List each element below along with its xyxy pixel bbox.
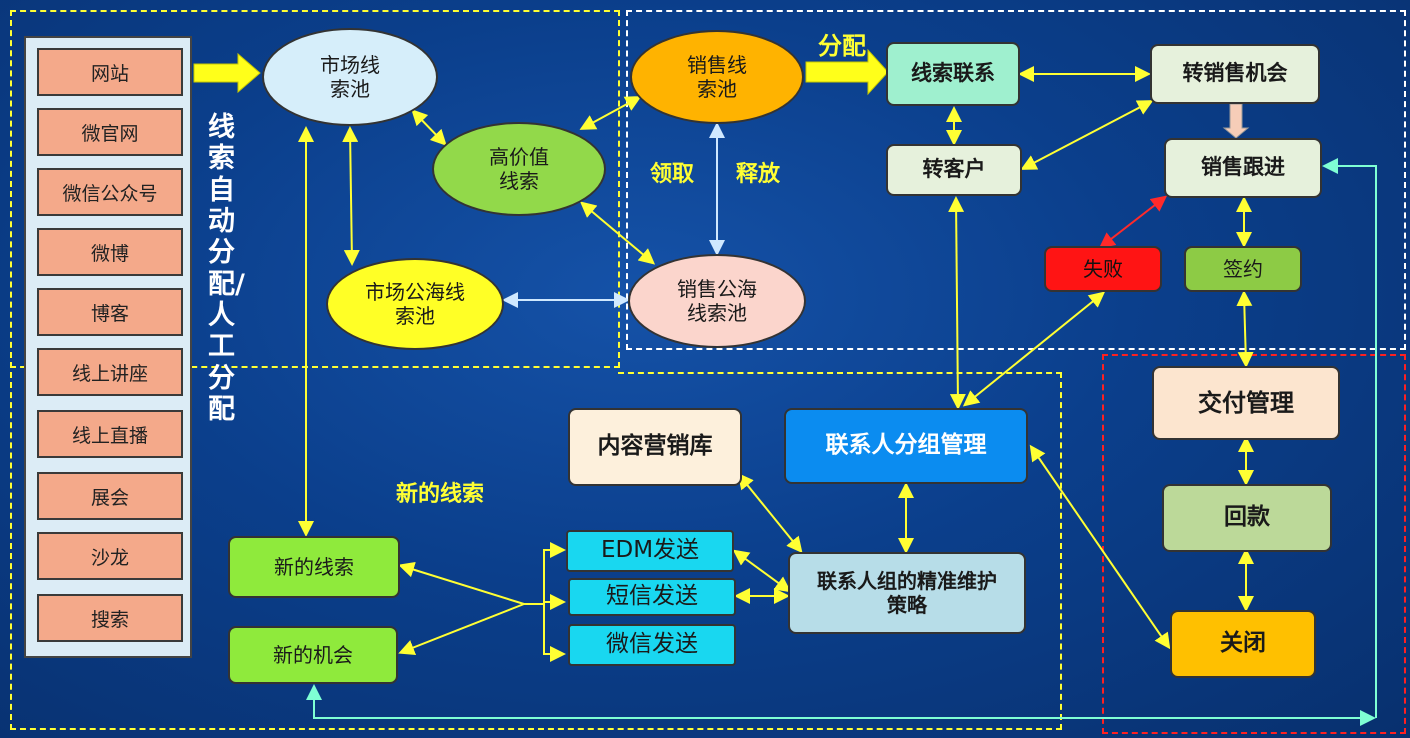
delivery-management-node: 交付管理 <box>1152 366 1340 440</box>
sales-lead-pool: 销售线索池 <box>630 30 804 124</box>
close-node: 关闭 <box>1170 610 1316 678</box>
source-item-online-lecture: 线上讲座 <box>37 348 183 396</box>
source-item-micro-site: 微官网 <box>37 108 183 156</box>
source-item-weibo: 微博 <box>37 228 183 276</box>
new-leads-region-label: 新的线索 <box>396 482 485 507</box>
sales-follow-up-node: 销售跟进 <box>1164 138 1322 198</box>
source-item-website: 网站 <box>37 48 183 96</box>
new-opportunity-node: 新的机会 <box>228 626 398 684</box>
payment-node: 回款 <box>1162 484 1332 552</box>
assign-arrow <box>805 48 889 96</box>
wechat-send-node: 微信发送 <box>568 624 736 666</box>
opportunity-to-follow-arrow <box>1222 103 1250 139</box>
source-item-salon: 沙龙 <box>37 532 183 580</box>
content-marketing-library: 内容营销库 <box>568 408 742 486</box>
lead-contact-node: 线索联系 <box>886 42 1020 106</box>
to-customer-node: 转客户 <box>886 144 1022 196</box>
sms-send-node: 短信发送 <box>568 578 736 616</box>
release-label: 释放 <box>736 162 781 187</box>
source-item-blog: 博客 <box>37 288 183 336</box>
high-value-leads: 高价值线索 <box>432 122 606 216</box>
source-item-wechat-official: 微信公众号 <box>37 168 183 216</box>
claim-label: 领取 <box>650 162 695 187</box>
precise-maintenance-strategy: 联系人组的精准维护策略 <box>788 552 1026 634</box>
source-item-search: 搜索 <box>37 594 183 642</box>
contact-group-management: 联系人分组管理 <box>784 408 1028 484</box>
market-public-pool: 市场公海线索池 <box>326 258 504 350</box>
new-leads-node: 新的线索 <box>228 536 400 598</box>
new-leads-region-top <box>618 372 1062 374</box>
sources-to-market-arrow <box>193 52 261 94</box>
source-item-exhibition: 展会 <box>37 472 183 520</box>
lead-sources-region <box>10 10 620 368</box>
fail-node: 失败 <box>1044 246 1162 292</box>
market-lead-pool: 市场线索池 <box>262 28 438 126</box>
edm-send-node: EDM发送 <box>566 530 734 572</box>
assign-label: 分配 <box>818 32 866 60</box>
auto-assign-label: 线索自动分配/人工分配 <box>208 112 245 425</box>
to-opportunity-node: 转销售机会 <box>1150 44 1320 104</box>
source-item-live-stream: 线上直播 <box>37 410 183 458</box>
sign-node: 签约 <box>1184 246 1302 292</box>
sales-public-pool: 销售公海线索池 <box>628 254 806 348</box>
